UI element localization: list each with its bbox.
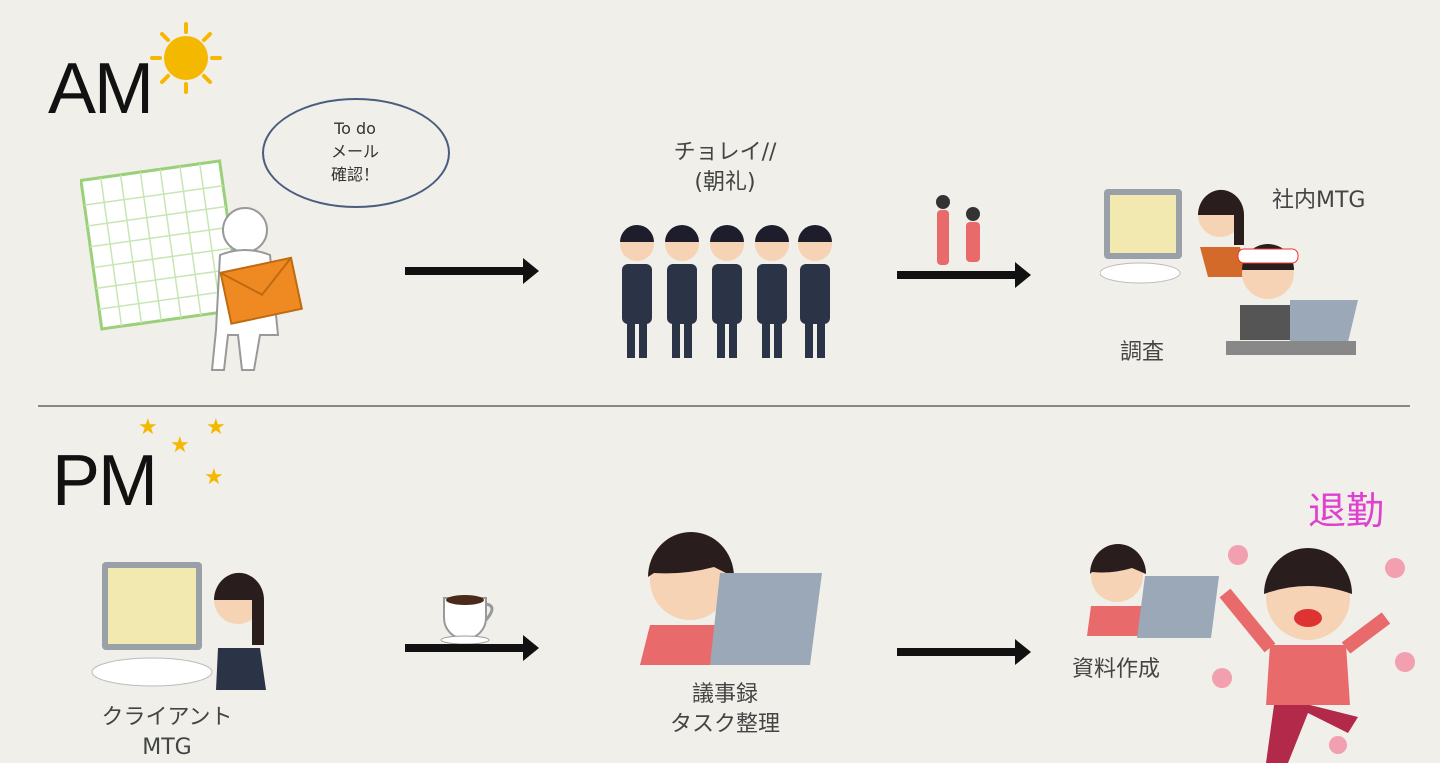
am-pm-divider [38, 405, 1410, 407]
online-meeting-and-research-illustration [1100, 189, 1358, 355]
bubble-line: To do [334, 119, 376, 138]
document-making-illustration [1087, 544, 1219, 638]
todo-bubble-text: To do メール 確認！ [300, 117, 410, 186]
minutes-label: 議事録 タスク整理 [640, 680, 810, 740]
documents-label: 資料作成 [1072, 657, 1161, 682]
internal-mtg-label: 社内MTG [1272, 188, 1366, 213]
minutes-line: 議事録 [691, 682, 758, 707]
stretching-people-illustration [936, 195, 980, 265]
chorei-line: チョレイ// [673, 140, 777, 165]
am-heading: AM [48, 49, 154, 129]
svg-text:★: ★ [204, 465, 224, 490]
sun-icon [150, 22, 222, 94]
arrow-right-icon [405, 258, 539, 284]
client-meeting-illustration [91, 562, 266, 690]
svg-text:★: ★ [138, 415, 158, 440]
minutes-line: タスク整理 [669, 712, 780, 737]
client-mtg-line: クライアント [101, 705, 233, 730]
arrow-right-icon [897, 262, 1031, 288]
arrow-right-icon [405, 635, 539, 661]
leave-label: 退勤 [1308, 489, 1385, 533]
client-mtg-line: MTG [142, 735, 192, 760]
calendar-mail-illustration [80, 159, 303, 371]
chorei-label: チョレイ// (朝礼) [640, 138, 810, 198]
bubble-line: 確認！ [330, 165, 379, 184]
speech-bubble [262, 98, 450, 208]
happy-leaving-woman-illustration [1212, 545, 1415, 763]
chorei-line: (朝礼) [694, 170, 756, 195]
woman-at-laptop-illustration [640, 531, 822, 665]
arrow-right-icon [897, 639, 1031, 665]
morning-meeting-people-illustration [620, 225, 832, 358]
pm-heading: PM [52, 441, 158, 521]
client-mtg-label: クライアント MTG [92, 703, 242, 763]
stars-icon: ★ ★ ★ ★ [138, 415, 226, 490]
bubble-line: メール [330, 142, 379, 161]
coffee-cup-icon [440, 595, 494, 645]
svg-text:★: ★ [206, 415, 226, 440]
svg-text:★: ★ [170, 433, 190, 458]
research-label: 調査 [1120, 340, 1165, 365]
